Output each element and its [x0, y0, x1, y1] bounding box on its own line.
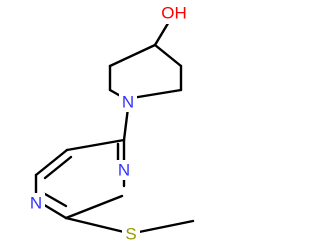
bond-s-ch3	[137, 219, 195, 234]
chemical-structure-diagram: OH N N N S	[27, 2, 195, 245]
bond-n1-c2-double	[43, 192, 68, 208]
bond-c2-s	[64, 216, 126, 234]
sulfur-label-bg	[122, 225, 140, 245]
bond-c4-oh	[153, 18, 172, 47]
bond-c4-c3	[108, 43, 157, 68]
pyrimidine-nitrogen-3-label-bg	[115, 160, 133, 180]
pyrimidine-nitrogen-1-label: N	[30, 194, 42, 213]
bond-c6-n	[130, 88, 183, 100]
bonds	[34, 18, 195, 234]
bond-c5-c6	[34, 148, 69, 177]
pyrimidine-nitrogen-3-label: N	[118, 161, 130, 180]
piperidine-nitrogen-label: N	[122, 93, 134, 112]
bond-c2-n3	[64, 194, 124, 220]
atom-labels: OH N N N S	[27, 2, 188, 245]
bond-c4pyr-c5	[65, 138, 126, 152]
bond-n-c4pyr	[122, 106, 130, 142]
pyrimidine-nitrogen-1-label-bg	[27, 193, 45, 213]
hydroxyl-oxygen-label-bg	[160, 2, 188, 24]
sulfur-label: S	[125, 225, 136, 244]
bond-c4-c5	[153, 43, 183, 68]
hydroxyl-oxygen-label: OH	[161, 4, 187, 23]
piperidine-nitrogen-label-bg	[119, 92, 137, 112]
bond-c5-c6-double	[43, 155, 73, 180]
